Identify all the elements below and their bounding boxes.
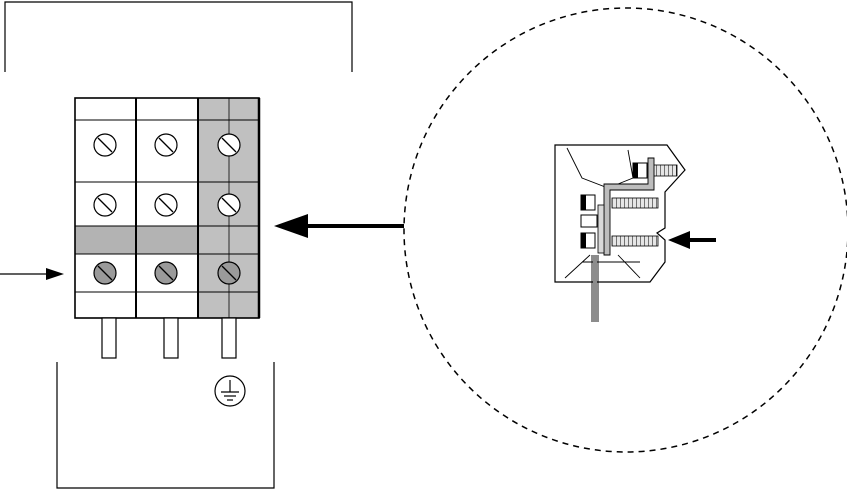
terminal-detail-view — [555, 145, 716, 322]
detail-clamp-upper-dark — [581, 195, 586, 210]
terminal-pin-left — [102, 318, 116, 358]
terminal-screw-icon — [155, 262, 177, 284]
detail-thread-upper — [612, 198, 658, 208]
detail-clamp-middle — [581, 215, 597, 227]
terminal-screw-icon — [218, 262, 240, 284]
detail-clamp-top-dark — [633, 163, 638, 178]
detail-clamp-lower-dark — [581, 233, 586, 248]
detail-thread-lower — [612, 236, 658, 246]
left-pointer-arrow-icon — [0, 268, 64, 280]
protective-earth-icon — [215, 376, 245, 406]
detail-conductor-edge — [598, 205, 604, 253]
terminal-screw-icon — [155, 134, 177, 156]
terminal-screw-icon — [94, 134, 116, 156]
detail-wire-fill — [593, 255, 597, 322]
terminal-pins — [102, 318, 236, 358]
upper-housing-outline — [5, 2, 352, 72]
detail-thread-top — [653, 165, 677, 176]
terminal-screw-icon — [218, 194, 240, 216]
terminal-pin-right — [222, 318, 236, 358]
terminal-screw-icon — [94, 262, 116, 284]
terminal-screw-icon — [94, 194, 116, 216]
terminal-screw-icon — [218, 134, 240, 156]
detail-internal-arrow-icon — [668, 231, 716, 249]
detail-callout-arrow-icon — [274, 214, 404, 238]
terminal-pin-middle — [164, 318, 178, 358]
terminal-screw-icon — [155, 194, 177, 216]
